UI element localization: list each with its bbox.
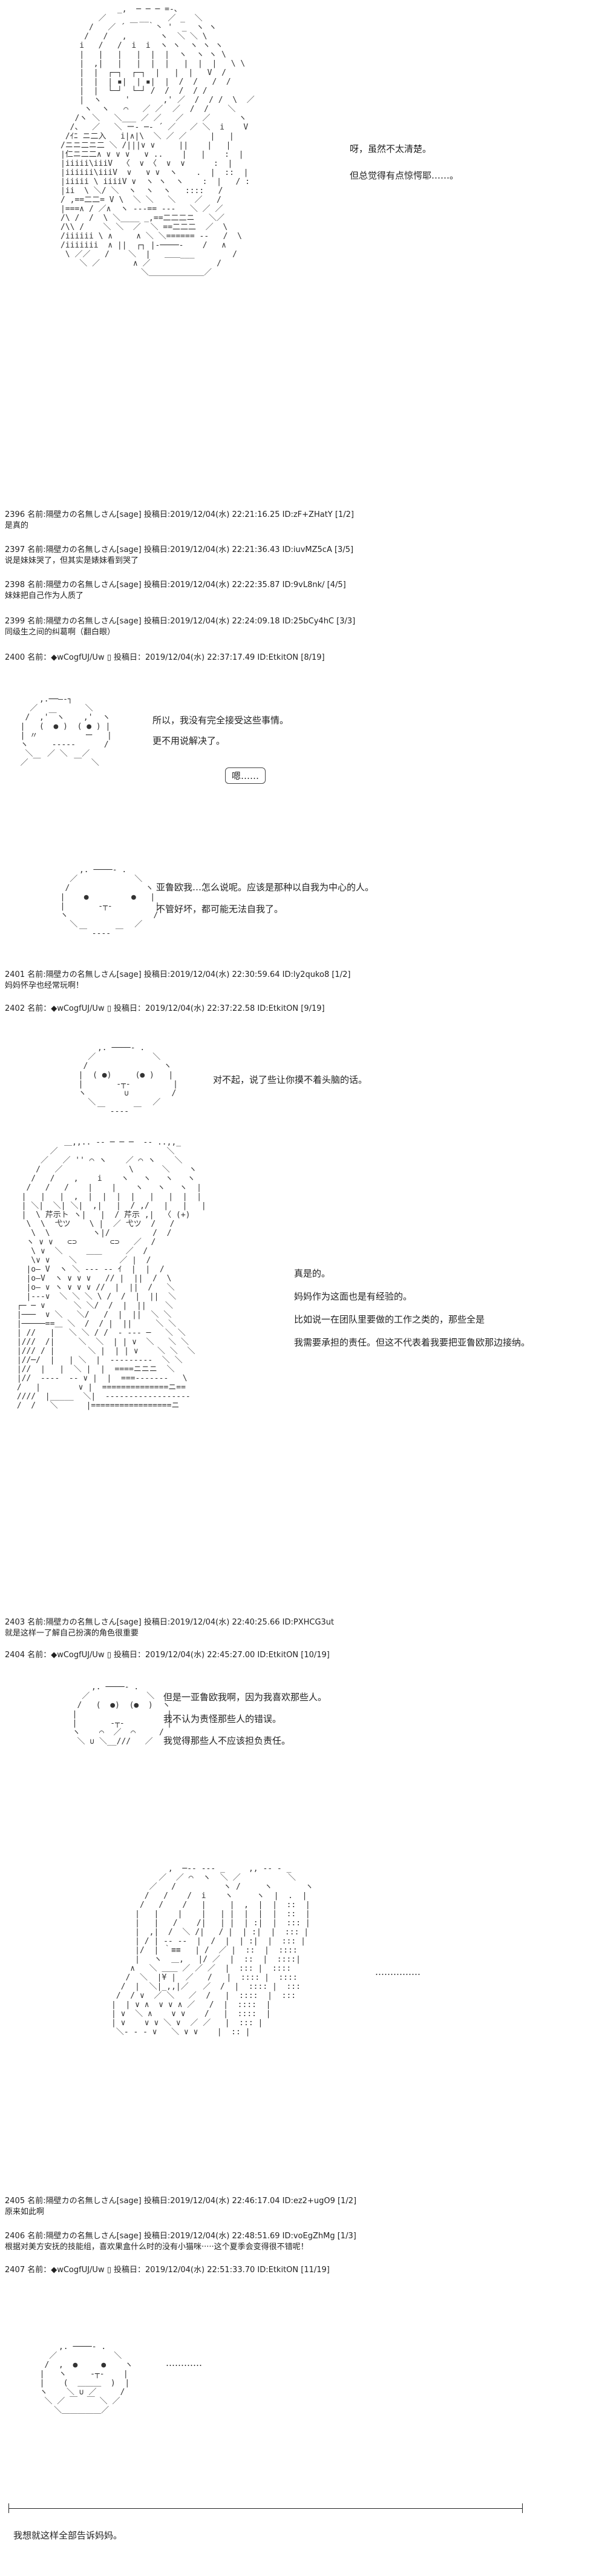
dialog-line: 亚鲁欧我…怎么说呢。应该是那种以自我为中心的人。 xyxy=(156,882,374,893)
post-header: 2398 名前:隔壁カの名無しさん[sage] 投稿日:2019/12/04(水… xyxy=(5,580,346,590)
dialog-line: …………… xyxy=(375,1966,420,1977)
ascii-art-character-3: , ─‐‐ ‐‐‐ _ ,, -‐ ‐ _ ／ ／ ⌒ ヽ ＼ ／ ＼ ／ / … xyxy=(111,1864,313,2037)
dialog-3: 亚鲁欧我…怎么说呢。应该是那种以自我为中心的人。 不管好坏，都可能无法自我了。 xyxy=(156,879,374,918)
dialog-line: 更不用说解决了。 xyxy=(152,735,226,746)
ascii-art-face-8: ,. ────‐ . ／ ＼ / , ● ● ヽ | ヽ ‐┬‐ | | ( ＿… xyxy=(39,2342,133,2415)
post-header: 2399 名前:隔壁カの名無しさん[sage] 投稿日:2019/12/04(水… xyxy=(5,617,356,626)
dialog-line: ………… xyxy=(166,2358,202,2368)
dialog-line: 不管好坏，都可能无法自我了。 xyxy=(156,904,284,915)
post-body: 原来如此啊 xyxy=(5,2207,45,2216)
ascii-art-character-2: ＿,,.. -‐ ─ ─ ─ ‐- ..,,_ ／ ＼ ／ ／ '' ⌒ ヽ ／… xyxy=(16,1138,206,1410)
dialog-line: 我觉得那些人不应该担负责任。 xyxy=(163,1735,291,1746)
horizontal-rule xyxy=(8,2508,523,2509)
dialog-1: 呀，虽然不太清楚。 但总觉得有点惊愕耶……。 xyxy=(350,140,459,184)
post-header: 2404 名前：◆wCogfUJ/Uw ▯ 投稿日：2019/12/04(水) … xyxy=(5,1651,330,1660)
dialog-line: 真是的。 xyxy=(294,1268,331,1279)
dialog-4: 对不起，说了些让你摸不着头脑的话。 xyxy=(213,1071,367,1088)
post-2402: 2402 名前：◆wCogfUJ/Uw ▯ 投稿日：2019/12/04(水) … xyxy=(5,1004,325,1014)
post-2397: 2397 名前:隔壁カの名無しさん[sage] 投稿日:2019/12/04(水… xyxy=(5,545,353,567)
post-header: 2396 名前:隔壁カの名無しさん[sage] 投稿日:2019/12/04(水… xyxy=(5,510,354,519)
ascii-art-face-2: ,.──―‐┐ ／ ＼ / ,'￣ヽ ,' ヽ | ( ● ) ( ● ) | … xyxy=(20,695,112,767)
post-2400: 2400 名前：◆wCogfUJ/Uw ▯ 投稿日：2019/12/04(水) … xyxy=(5,652,325,663)
dialog-line: 呀，虽然不太清楚。 xyxy=(350,143,432,154)
post-body: 就是这样一了解自己扮演的角色很重要 xyxy=(5,1629,139,1638)
ascii-art-face-4: ,. ────‐ . ／ ＼ / ヽ | ( ●) (● ) | | ‐┬‐ |… xyxy=(78,1043,178,1116)
dialog-line: 对不起，说了些让你摸不着头脑的话。 xyxy=(213,1074,368,1085)
post-header: 2407 名前：◆wCogfUJ/Uw ▯ 投稿日：2019/12/04(水) … xyxy=(5,2266,330,2275)
final-line: 我想就这样全部告诉妈妈。 xyxy=(13,2530,123,2541)
dialog-7: …………… xyxy=(375,1963,420,1980)
dialog-line: 妈妈作为这面也是有经验的。 xyxy=(294,1291,413,1302)
ascii-art-face-6: ,. ────‐ . ／ ＼ / ( ●) (● ) ヽ | | | ‐┬‐ |… xyxy=(72,1683,172,1746)
post-header: 2406 名前:隔壁カの名無しさん[sage] 投稿日:2019/12/04(水… xyxy=(5,2232,356,2241)
dialog-line: 但是一亚鲁欧我啊，因为我喜欢那些人。 xyxy=(163,1692,327,1703)
dialog-5: 真是的。 妈妈作为这面也是有经验的。 比如说一在团队里要做的工作之类的，那些全是… xyxy=(294,1265,530,1351)
post-body: 是真的 xyxy=(5,521,29,530)
speech-bubble: 嗯…… xyxy=(225,767,266,784)
dialog-line: 比如说一在团队里要做的工作之类的，那些全是 xyxy=(294,1314,485,1325)
post-2403: 2403 名前:隔壁カの名無しさん[sage] 投稿日:2019/12/04(水… xyxy=(5,1617,334,1639)
post-header: 2397 名前:隔壁カの名無しさん[sage] 投稿日:2019/12/04(水… xyxy=(5,545,354,554)
post-body: 说是妹妹哭了，但其实是婊妹看到哭了 xyxy=(5,556,139,565)
post-header: 2402 名前：◆wCogfUJ/Uw ▯ 投稿日：2019/12/04(水) … xyxy=(5,1004,325,1013)
post-2404: 2404 名前：◆wCogfUJ/Uw ▯ 投稿日：2019/12/04(水) … xyxy=(5,1650,330,1661)
post-body: 妹妹把自己作为人质了 xyxy=(5,591,84,600)
post-2406: 2406 名前:隔壁カの名無しさん[sage] 投稿日:2019/12/04(水… xyxy=(5,2231,356,2253)
post-body: 妈妈怀孕也经常玩啊！ xyxy=(5,981,84,990)
post-2405: 2405 名前:隔壁カの名無しさん[sage] 投稿日:2019/12/04(水… xyxy=(5,2196,356,2218)
rule-end-tick xyxy=(522,2503,523,2513)
post-2398: 2398 名前:隔壁カの名無しさん[sage] 投稿日:2019/12/04(水… xyxy=(5,580,346,602)
post-header: 2403 名前:隔壁カの名無しさん[sage] 投稿日:2019/12/04(水… xyxy=(5,1618,335,1627)
dialog-line: 我不认为责怪那些人的错误。 xyxy=(163,1714,282,1724)
post-2407: 2407 名前：◆wCogfUJ/Uw ▯ 投稿日：2019/12/04(水) … xyxy=(5,2265,330,2276)
dialog-2: 所以，我没有完全接受这些事情。 更不用说解决了。 xyxy=(152,712,289,749)
dialog-line: 所以，我没有完全接受这些事情。 xyxy=(152,715,289,726)
ascii-art-character-1: _, ─ ─ ─ =‐､ ／ __ ／ _ ＼ / ／ ´ ￣ ｀丶 ' _ ヽ… xyxy=(60,5,255,277)
ascii-art-face-3: ,. ────‐ . ／ ＼ / ヽ | ● ● | | ‐┬‐ | ヽ / ＼… xyxy=(60,866,160,938)
dialog-8: ………… xyxy=(166,2354,202,2371)
post-header: 2400 名前：◆wCogfUJ/Uw ▯ 投稿日：2019/12/04(水) … xyxy=(5,653,325,662)
post-2396: 2396 名前:隔壁カの名無しさん[sage] 投稿日:2019/12/04(水… xyxy=(5,510,354,531)
dialog-line: 我需要承担的责任。但这不代表着我要把亚鲁欧那边接纳。 xyxy=(294,1337,531,1348)
dialog-line: 但总觉得有点惊愕耶……。 xyxy=(350,170,459,181)
post-body: 同级生之间的纠葛啊（翻白眼） xyxy=(5,628,116,637)
dialog-6: 但是一亚鲁欧我啊，因为我喜欢那些人。 我不认为责怪那些人的错误。 我觉得那些人不… xyxy=(163,1689,327,1749)
post-body: 根据对美方安抚的技能组，喜欢果盒什么时的没有小猫咪·····这个夏季会变得很不错… xyxy=(5,2242,309,2252)
post-2399: 2399 名前:隔壁カの名無しさん[sage] 投稿日:2019/12/04(水… xyxy=(5,616,355,638)
post-header: 2401 名前:隔壁カの名無しさん[sage] 投稿日:2019/12/04(水… xyxy=(5,970,351,979)
post-header: 2405 名前:隔壁カの名無しさん[sage] 投稿日:2019/12/04(水… xyxy=(5,2196,357,2206)
post-2401: 2401 名前:隔壁カの名無しさん[sage] 投稿日:2019/12/04(水… xyxy=(5,970,350,991)
